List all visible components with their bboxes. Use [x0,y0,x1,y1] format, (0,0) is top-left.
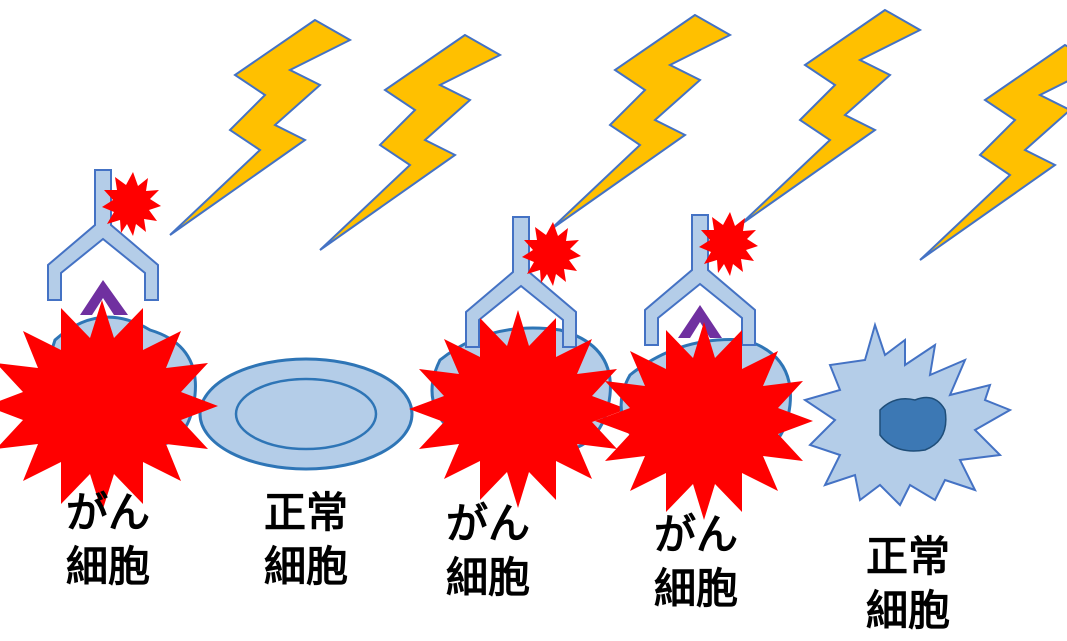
lightning-bolt-icon [919,44,1067,261]
lightning-bolt-icon [739,9,921,226]
lightning-bolt-icon [319,34,501,251]
label-line1: 正常 [263,488,348,537]
lightning-bolt-icon [169,19,351,236]
label-line2: 細胞 [65,542,150,591]
cancer-cell-burst-icon [595,322,813,520]
label-line1: がん [445,499,530,548]
label-line2: 細胞 [263,542,348,591]
cancer-cell-2 [409,216,627,508]
immune-cell-icon [802,321,1013,507]
cell-label-cancer-2: がん 細胞 [428,497,548,605]
normal-cell-icon [198,357,414,471]
lightning-bolts [169,9,1067,261]
label-line1: 正常 [865,532,950,581]
antigen-icon [678,305,722,338]
nucleus-icon [879,396,947,452]
radioisotope-burst-icon [522,222,581,286]
antigen-icon [80,280,128,315]
cancer-cell-burst-icon [0,300,218,512]
cancer-cell-3 [595,212,813,520]
cell-label-cancer-3: がん 細胞 [636,508,756,616]
label-line2: 細胞 [445,553,530,602]
radioisotope-burst-icon [699,212,758,276]
label-line2: 細胞 [865,586,950,635]
cancer-cell-burst-icon [409,310,627,508]
label-line1: がん [65,488,150,537]
cell-label-normal-2: 正常 細胞 [848,530,968,638]
cell-label-cancer-1: がん 細胞 [48,486,168,594]
label-line1: がん [653,510,738,559]
label-line2: 細胞 [653,564,738,613]
lightning-bolt-icon [549,14,731,231]
cancer-cell-1 [0,169,218,512]
cell-label-normal-1: 正常 細胞 [246,486,366,594]
radioisotope-burst-icon [102,172,161,236]
